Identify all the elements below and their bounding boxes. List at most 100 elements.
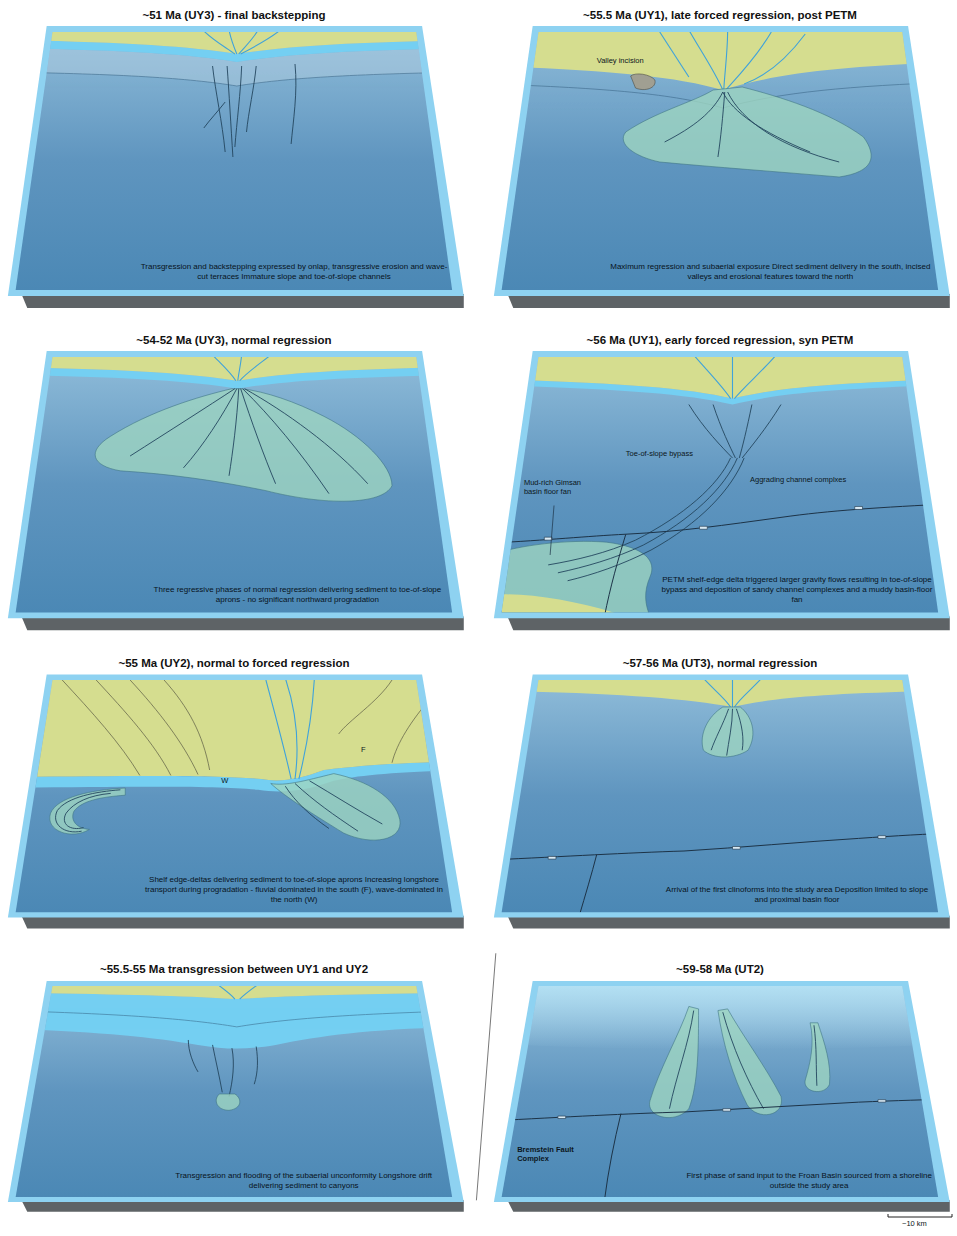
river-line (240, 355, 271, 381)
river-line (238, 355, 242, 381)
block-diagram (490, 26, 956, 308)
block-diagram (490, 352, 956, 616)
channel-line (229, 1048, 233, 1096)
channel-line (548, 458, 730, 565)
land-area (490, 676, 956, 708)
fault-line (490, 833, 956, 860)
sediment-fan (623, 87, 871, 177)
river-line (229, 30, 237, 54)
sediment-fan (216, 1094, 240, 1110)
channel-line (310, 781, 383, 824)
sediment-fan (271, 774, 400, 841)
map-label: Mud-rich Gimsan basin floor fan (524, 478, 586, 496)
channel-line (728, 92, 840, 162)
fault-tick (855, 506, 863, 509)
map-label: Valley incision (597, 56, 644, 65)
panel-caption: PETM shelf-edge delta triggered larger g… (660, 575, 935, 605)
block-diagram (4, 352, 470, 501)
scale-label: ~10 km (902, 1219, 927, 1228)
beach-ridge (392, 698, 431, 763)
river-line (240, 984, 258, 999)
channel-line (689, 405, 733, 458)
block-diagram (490, 982, 956, 1200)
panel-title: ~56 Ma (UY1), early forced regression, s… (587, 333, 854, 348)
valley-incision (631, 74, 655, 90)
fault-line (579, 855, 596, 916)
sediment-fan (50, 788, 125, 834)
channel-line (558, 458, 737, 573)
panel-title: ~55.5-55 Ma transgression between UY1 an… (100, 962, 368, 977)
channel-line (291, 64, 296, 144)
channel-line (243, 389, 329, 494)
river-line (724, 30, 728, 90)
stage-panel: ~54-52 Ma (UY3), normal regressionThree … (4, 333, 464, 630)
stage-panel: ~51 Ma (UY3) - final backsteppingTransgr… (4, 8, 464, 308)
block-diagram (4, 675, 470, 929)
sediment-fan (702, 707, 753, 757)
channel-line (713, 405, 735, 458)
channel-line (254, 1047, 257, 1085)
channel-line (213, 1045, 223, 1092)
sediment-fan (805, 1023, 830, 1092)
river-line (241, 30, 281, 54)
beach-ridge (339, 680, 392, 734)
land-area (4, 982, 470, 999)
panel-title: ~55 Ma (UY2), normal to forced regressio… (118, 656, 349, 671)
land-area (490, 594, 626, 616)
fault-tick (723, 1109, 731, 1111)
river-line (744, 34, 805, 84)
fault-tick (878, 836, 886, 839)
fault-tick (548, 856, 556, 859)
river-line (734, 678, 761, 707)
fault-tick (733, 847, 741, 850)
block-diagram (476, 953, 955, 1211)
sediment-fan (95, 389, 392, 502)
panel-caption: Transgression and flooding of the subaer… (159, 1171, 448, 1191)
channel-line (130, 389, 235, 456)
channel-line (727, 709, 733, 756)
channel-line (229, 389, 239, 476)
block-diagram (4, 981, 470, 1212)
channel-line (723, 92, 810, 152)
block-diagram (4, 351, 470, 630)
channel-line (56, 790, 121, 832)
land-area (4, 27, 470, 54)
stage-panel: ~55.5 Ma (UY1), late forced regression, … (490, 8, 950, 308)
river-line (213, 355, 236, 381)
map-letter: F (361, 745, 366, 754)
channel-line (285, 786, 329, 828)
river-line (703, 678, 730, 707)
scale-bar (888, 1214, 889, 1217)
channel-line (188, 1040, 198, 1072)
beach-ridge (164, 680, 210, 770)
channel-line (183, 389, 236, 468)
channel-line (247, 66, 257, 132)
stage-panel: ~55.5-55 Ma transgression between UY1 an… (4, 962, 464, 1212)
fault-tick (878, 1100, 886, 1102)
panel-caption: Arrival of the first clinoforms into the… (660, 885, 935, 905)
land-area (490, 27, 956, 90)
block-diagram (4, 676, 470, 841)
fault-line (604, 534, 625, 616)
channel-line (64, 793, 110, 828)
land-area (4, 352, 470, 381)
river-line (689, 30, 723, 90)
river-line (694, 355, 731, 399)
river-line (299, 678, 315, 779)
map-label: Aggrading channel complxes (750, 475, 846, 484)
panel-caption: Transgression and backstepping expressed… (140, 262, 448, 282)
channel-line (204, 102, 225, 128)
scale-bar (888, 1217, 952, 1218)
map-label: Toe-of-slope bypass (626, 449, 693, 458)
sediment-fan (490, 541, 652, 616)
channel-line (736, 709, 743, 750)
map-letter: W (221, 776, 228, 785)
sediment-fan (650, 1006, 699, 1117)
channel-line (227, 66, 233, 157)
channel-line (718, 92, 725, 157)
map-label: Bremstein Fault Complex (517, 1145, 591, 1163)
channel-line (739, 405, 752, 458)
land-area (490, 352, 956, 399)
block-diagram (4, 26, 470, 308)
